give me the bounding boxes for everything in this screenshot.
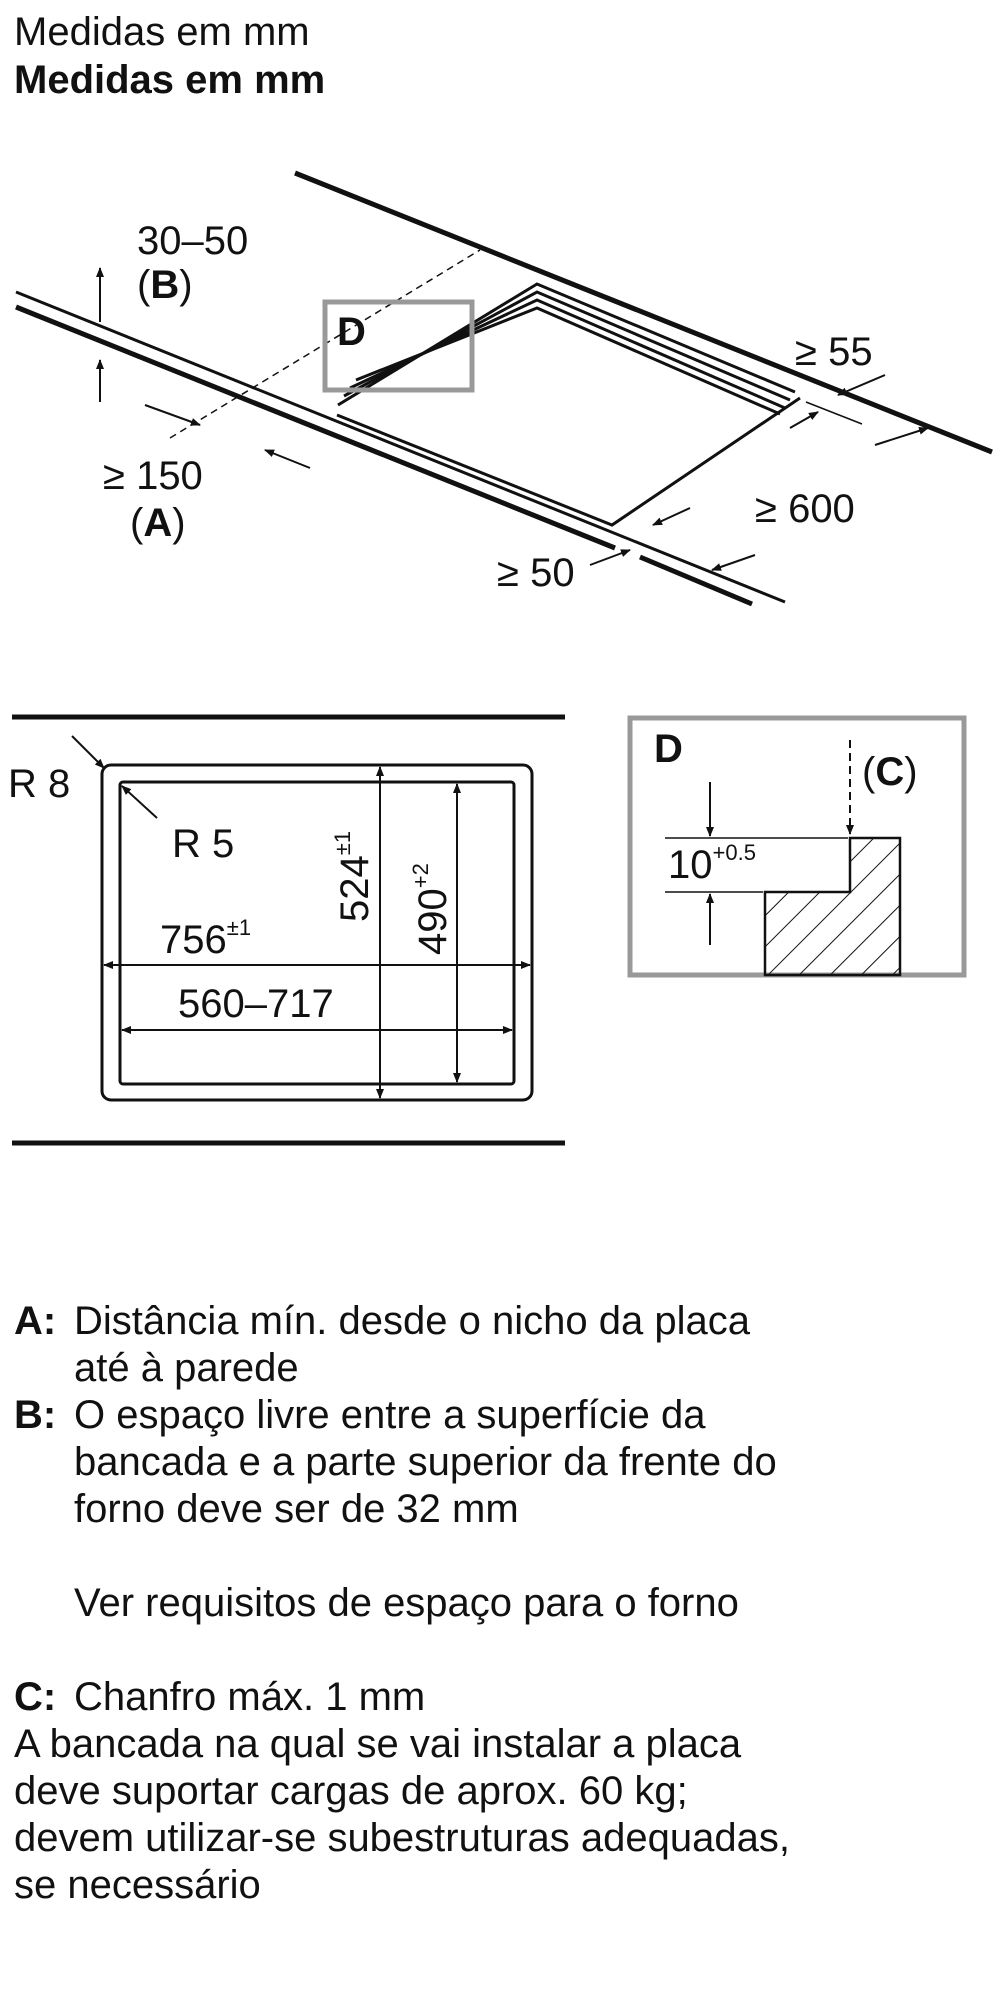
countertop-front-edge-lower <box>15 304 616 551</box>
countertop-front-edge-upper <box>15 290 786 604</box>
legend-text-c: Chanfro máx. 1 mm <box>74 1675 426 1719</box>
radius-r5-leader <box>121 785 158 819</box>
dim-depth-inner: 490+2 <box>408 863 455 955</box>
countertop-front-edge-lower-right <box>639 554 753 607</box>
legend-item-c: C: Chanfro máx. 1 mm <box>14 1674 984 1721</box>
dim-a-arrow-left <box>144 404 201 426</box>
legend-text-a-2: até à parede <box>74 1346 299 1390</box>
legend-text-a-1: Distância mín. desde o nicho da placa <box>74 1299 750 1343</box>
dim-600-value: ≥ 600 <box>755 487 855 531</box>
wall-edge-line <box>294 170 993 455</box>
dim-depth-outer: 524±1 <box>330 831 377 922</box>
cooktop-outline <box>100 763 534 1102</box>
dim-width-outer: 756±1 <box>160 915 251 962</box>
dim-width-inner: 560–717 <box>178 982 334 1026</box>
dim-50-value: ≥ 50 <box>497 551 575 595</box>
dim-a-value: ≥ 150 <box>103 454 203 498</box>
dim-50-arrow-top <box>652 507 691 526</box>
legend-text-a: Distância mín. desde o nicho da placa at… <box>74 1298 984 1392</box>
dim-55-value: ≥ 55 <box>795 330 873 374</box>
legend-key-c: C: <box>14 1675 57 1719</box>
cutout-rectangle <box>118 780 516 1086</box>
load-note-1: A bancada na qual se vai instalar a plac… <box>14 1722 742 1766</box>
legend: A: Distância mín. desde o nicho da placa… <box>14 1298 984 1909</box>
detail-marker-box <box>322 299 475 393</box>
load-note-4: se necessário <box>14 1863 261 1907</box>
chamfer-key: (C) <box>862 750 918 794</box>
load-note-2: deve suportar cargas de aprox. 60 kg; <box>14 1769 688 1813</box>
radius-r8: R 8 <box>8 762 70 806</box>
plan-view: R 8 R 5 756±1 560–717 524±1 490+2 <box>8 714 565 1146</box>
load-note-3: devem utilizar-se subestruturas adequada… <box>14 1816 790 1860</box>
detail-marker-label: D <box>337 310 366 354</box>
dim-a-key: (A) <box>130 501 186 545</box>
legend-item-a: A: Distância mín. desde o nicho da placa… <box>14 1298 984 1392</box>
dim-600-arrow-bottom <box>711 554 756 571</box>
dim-b-value: 30–50 <box>137 219 248 263</box>
dim-b-key: (B) <box>137 263 193 307</box>
legend-text-b-3: forno deve ser de 32 mm <box>74 1487 519 1531</box>
dim-55-arrow-top <box>837 374 886 396</box>
dim-55-extension <box>805 401 863 425</box>
dim-a-arrow-right <box>264 449 311 469</box>
depth-value: 10+0.5 <box>668 840 756 887</box>
title-regular: Medidas em mm <box>14 10 310 54</box>
detail-d-view: D (C) 10+0.5 <box>627 715 967 978</box>
title-bold: Medidas em mm <box>14 58 326 102</box>
radius-r8-leader <box>71 735 105 769</box>
cutout-outline <box>336 396 801 527</box>
dim-55-arrow-bottom <box>789 411 819 429</box>
legend-note-b: Ver requisitos de espaço para o forno <box>74 1581 739 1625</box>
dim-600-arrow-top <box>874 426 929 446</box>
cooktop-edges <box>337 282 796 416</box>
legend-text-b-2: bancada e a parte superior da frente do <box>74 1440 777 1484</box>
legend-key-b: B: <box>14 1393 57 1437</box>
radius-r5: R 5 <box>172 822 234 866</box>
legend-item-b: B: O espaço livre entre a superfície da … <box>14 1392 984 1533</box>
legend-text-b: O espaço livre entre a superfície da ban… <box>74 1392 984 1533</box>
legend-text-b-1: O espaço livre entre a superfície da <box>74 1393 706 1437</box>
legend-key-a: A: <box>14 1299 57 1343</box>
countertop-section <box>763 836 902 977</box>
detail-d-label: D <box>654 727 683 771</box>
dim-50-arrow-bottom <box>589 549 631 566</box>
perspective-view: 30–50 (B) ≥ 150 (A) ≥ 55 ≥ 600 ≥ 50 D <box>15 170 993 607</box>
